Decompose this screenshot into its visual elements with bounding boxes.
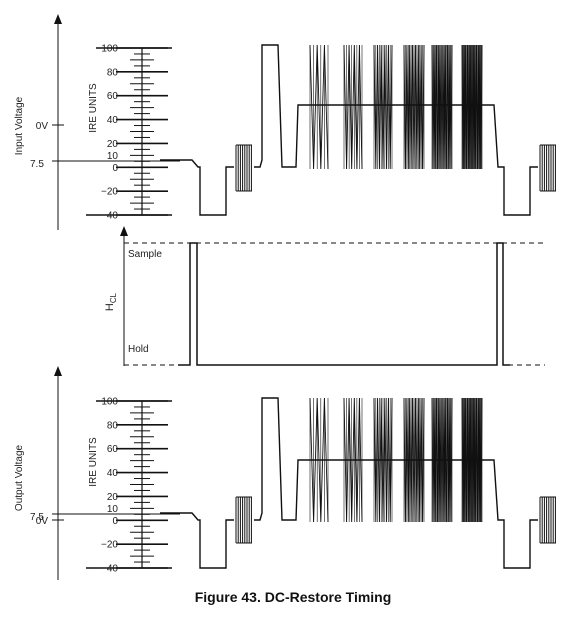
ire-tick-label: −20 [101,187,118,198]
video-line-outline [160,397,538,569]
chroma-packet-3 [373,397,393,523]
input-setup-label: 7.5 [30,159,44,170]
ire-tick-label: 60 [107,444,119,455]
output-video-waveform [160,397,556,569]
color-burst-2 [539,496,556,544]
sample-label: Sample [128,249,162,260]
input-video-waveform [160,44,556,216]
output-zero-label: 0V [36,516,49,527]
ire-tick-label: 80 [107,67,119,78]
input-voltage-axis-arrow [54,14,62,24]
ire-tick-label: 10 [107,504,119,515]
chroma-packet-1 [309,397,329,523]
chroma-packet-4 [403,397,425,523]
input-voltage-label: Input Voltage [14,96,25,155]
chroma-packet-2 [343,397,363,523]
color-burst-1 [235,496,252,544]
clamp-pulse-waveform [178,242,510,366]
chroma-packet-4 [403,44,425,170]
output-ire-units-label: IRE UNITS [88,437,99,487]
ire-tick-label: 10 [107,151,119,162]
chroma-packet-5 [431,44,453,170]
chroma-packet-3 [373,44,393,170]
hold-label: Hold [128,344,149,355]
chroma-packet-2 [343,44,363,170]
ire-tick-label: 0 [112,163,118,174]
chroma-packet-1 [309,44,329,170]
figure-caption: Figure 43. DC-Restore Timing [194,589,392,605]
ire-tick-label: 60 [107,91,119,102]
ire-tick-label: 100 [101,397,118,408]
ire-tick-label: 20 [107,492,119,503]
clamp-axis-arrow [120,226,128,236]
clamp-signal-label: HCL [104,292,118,311]
output-voltage-label: Output Voltage [14,444,25,511]
ire-tick-label: 40 [107,115,119,126]
ire-tick-label: 80 [107,420,119,431]
output-voltage-axis-arrow [54,366,62,376]
ire-tick-label: −40 [101,564,118,575]
ire-tick-label: −40 [101,211,118,222]
ire-tick-label: 0 [112,516,118,527]
chroma-packet-5 [431,397,453,523]
ire-tick-label: 20 [107,139,119,150]
clamp-signal-panel: HCL Sample Hold [104,226,545,366]
ire-tick-label: −20 [101,540,118,551]
color-burst-2 [539,144,556,192]
chroma-packet-6 [461,397,483,523]
input-voltage-panel: 0V Input Voltage IRE UNITS 7.5 100 80 60 40… [14,14,556,230]
color-burst-1 [235,144,252,192]
ire-tick-label: 40 [107,468,119,479]
ire-tick-label: 100 [101,44,118,55]
video-line-outline [160,44,538,216]
input-ire-units-label: IRE UNITS [88,83,99,133]
output-setup-label: 7.5 [30,512,44,523]
output-voltage-panel: 0V Output Voltage IRE UNITS 7.5 100 80 60 4… [14,366,556,580]
input-zero-label: 0V [36,121,49,132]
chroma-packet-6 [461,44,483,170]
